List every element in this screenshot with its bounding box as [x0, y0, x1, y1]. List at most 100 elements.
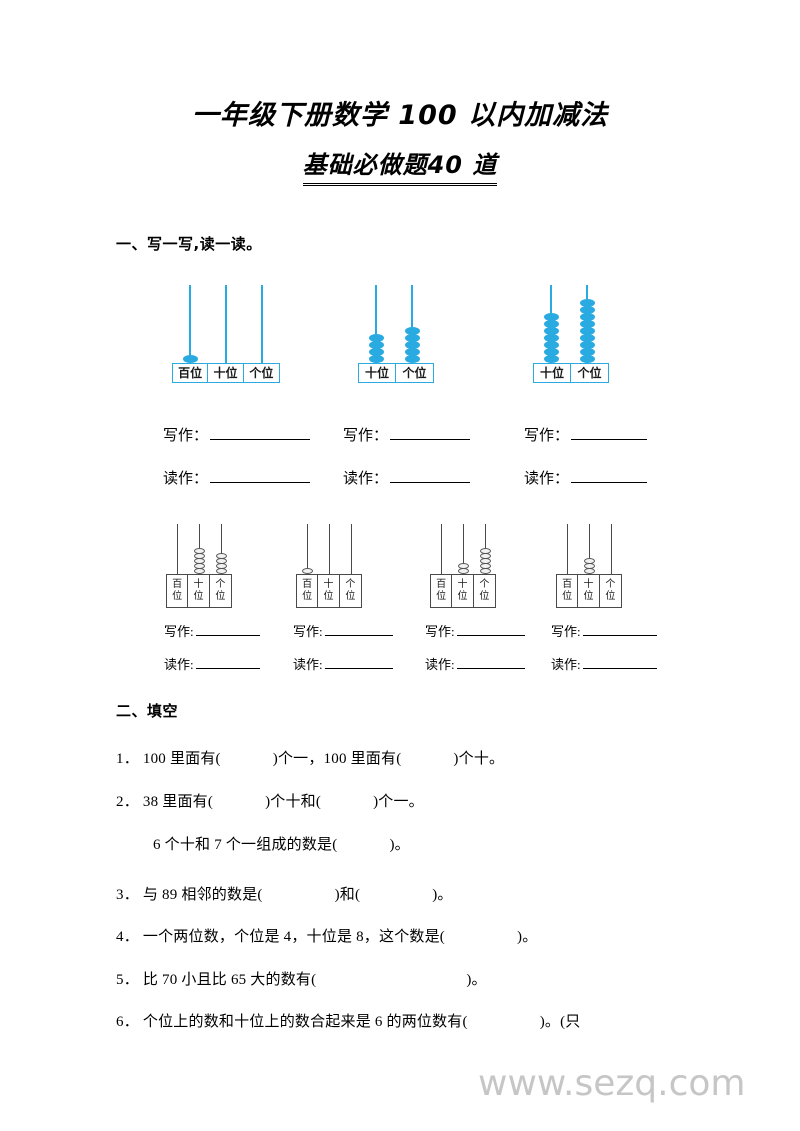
place-label-ones: 个 位 — [215, 578, 226, 603]
read-answer-blank[interactable] — [456, 668, 525, 669]
read-label: 读作: — [293, 657, 323, 672]
bead — [544, 327, 559, 335]
bead — [369, 355, 384, 363]
place-label-ones: 个位 — [402, 366, 427, 380]
read-line: 读作： — [343, 467, 471, 488]
beads-ones — [480, 548, 491, 574]
bead — [580, 306, 595, 314]
read-answer-blank[interactable] — [210, 482, 311, 483]
question-2-number: 2． — [116, 794, 139, 810]
abacus-7: 百 位 十 位 个 位 — [556, 524, 624, 608]
write-answer-blank[interactable] — [390, 439, 471, 440]
place-label-tens: 十位 — [534, 364, 572, 382]
question-1-part-2: )个一，100 里面有( — [272, 751, 402, 767]
write-read-group-3: 写作： 读作： — [524, 424, 648, 488]
write-answer-blank[interactable] — [324, 635, 393, 636]
read-answer-blank[interactable] — [582, 668, 657, 669]
read-answer-blank[interactable] — [390, 482, 471, 483]
question-2b-part-1: 6 个十和 7 个一组成的数是( — [153, 837, 338, 853]
bead — [544, 341, 559, 349]
write-line: 写作: — [551, 621, 657, 640]
place-label-hundreds: 百 位 — [297, 575, 319, 607]
write-read-group-7: 写作: 读作: — [551, 621, 657, 673]
place-value-base: 十位 个位 — [358, 363, 434, 383]
write-read-group-1: 写作： 读作： — [163, 424, 311, 488]
write-label: 写作: — [293, 624, 323, 639]
write-answer-blank[interactable] — [456, 635, 525, 636]
abacus-5: 百 位 十 位 个 位 — [296, 524, 364, 608]
bead — [216, 568, 227, 574]
bead — [302, 568, 313, 574]
rod-hundreds — [307, 524, 308, 574]
bead — [580, 320, 595, 328]
place-label-ones: 个 位 — [345, 578, 356, 603]
abacus-1: 百位 十位 个位 — [172, 285, 280, 383]
abacus-row-2: 百 位 十 位 个 位 — [0, 518, 800, 608]
place-label-tens: 十 位 — [452, 575, 474, 607]
read-label: 读作: — [164, 657, 194, 672]
question-3-number: 3． — [116, 887, 139, 903]
rod-ones — [611, 524, 612, 574]
site-watermark: www.sezq.com — [478, 1063, 746, 1104]
rod-tens — [589, 524, 590, 574]
write-answer-blank[interactable] — [195, 635, 260, 636]
question-4-number: 4． — [116, 929, 139, 945]
question-2b-part-2: )。 — [389, 837, 410, 853]
beads-ones — [216, 553, 227, 574]
read-label: 读作: — [551, 657, 581, 672]
question-5-part-1: 比 70 小且比 65 大的数有( — [142, 972, 317, 988]
page-title: 一年级下册数学 100 以内加减法 基础必做题40 道 — [0, 96, 800, 186]
write-answer-blank[interactable] — [210, 439, 311, 440]
write-answer-blank[interactable] — [582, 635, 657, 636]
bead — [183, 355, 198, 363]
bead — [405, 327, 420, 335]
place-value-base: 十位 个位 — [533, 363, 609, 383]
bead — [584, 568, 595, 574]
write-answer-blank[interactable] — [571, 439, 648, 440]
place-label-ones: 个位 — [249, 366, 274, 380]
title-line-2: 基础必做题40 道 — [302, 148, 498, 186]
place-label-hundreds: 百 位 — [167, 575, 189, 607]
question-4-part-1: 一个两位数，个位是 4，十位是 8，这个数是( — [142, 929, 446, 945]
bead — [580, 327, 595, 335]
place-label-tens: 十 位 — [318, 575, 340, 607]
read-answer-blank[interactable] — [324, 668, 393, 669]
bead — [194, 568, 205, 574]
bead — [369, 334, 384, 342]
read-line: 读作: — [293, 654, 393, 673]
bead — [405, 341, 420, 349]
question-6-part-2: )。(只 — [539, 1014, 581, 1030]
question-3-part-2: )和( — [334, 887, 361, 903]
question-3: 3．与 89 相邻的数是()和()。 — [116, 883, 453, 904]
rod-ones — [411, 285, 413, 363]
question-1-part-1: 100 里面有( — [142, 751, 221, 767]
abacus-row-1: 百位 十位 个位 — [0, 283, 800, 383]
bead — [405, 334, 420, 342]
place-label-tens: 十 位 — [188, 575, 210, 607]
read-answer-blank[interactable] — [571, 482, 648, 483]
write-read-group-4: 写作: 读作: — [164, 621, 260, 673]
read-answer-blank[interactable] — [195, 668, 260, 669]
read-line: 读作: — [164, 654, 260, 673]
abacus-4: 百 位 十 位 个 位 — [166, 524, 234, 608]
rod-hundreds — [189, 285, 191, 363]
question-4-part-2: )。 — [517, 929, 538, 945]
section-1-heading: 一、写一写,读一读。 — [116, 235, 262, 253]
abacus-2: 十位 个位 — [358, 285, 442, 383]
bead — [405, 355, 420, 363]
beads-tens — [584, 558, 595, 574]
read-label: 读作： — [163, 471, 209, 487]
question-2-part-3: )个一。 — [373, 794, 424, 810]
beads-tens — [369, 334, 384, 363]
rod-tens — [225, 285, 227, 363]
read-label: 读作： — [343, 471, 389, 487]
bead — [580, 334, 595, 342]
rod-tens — [329, 524, 330, 574]
write-read-group-6: 写作: 读作: — [425, 621, 525, 673]
bead — [369, 341, 384, 349]
write-line: 写作： — [163, 424, 311, 445]
bead — [580, 341, 595, 349]
abacus-6: 百 位 十 位 个 位 — [430, 524, 498, 608]
question-2-part-1: 38 里面有( — [142, 794, 214, 810]
write-line: 写作: — [425, 621, 525, 640]
